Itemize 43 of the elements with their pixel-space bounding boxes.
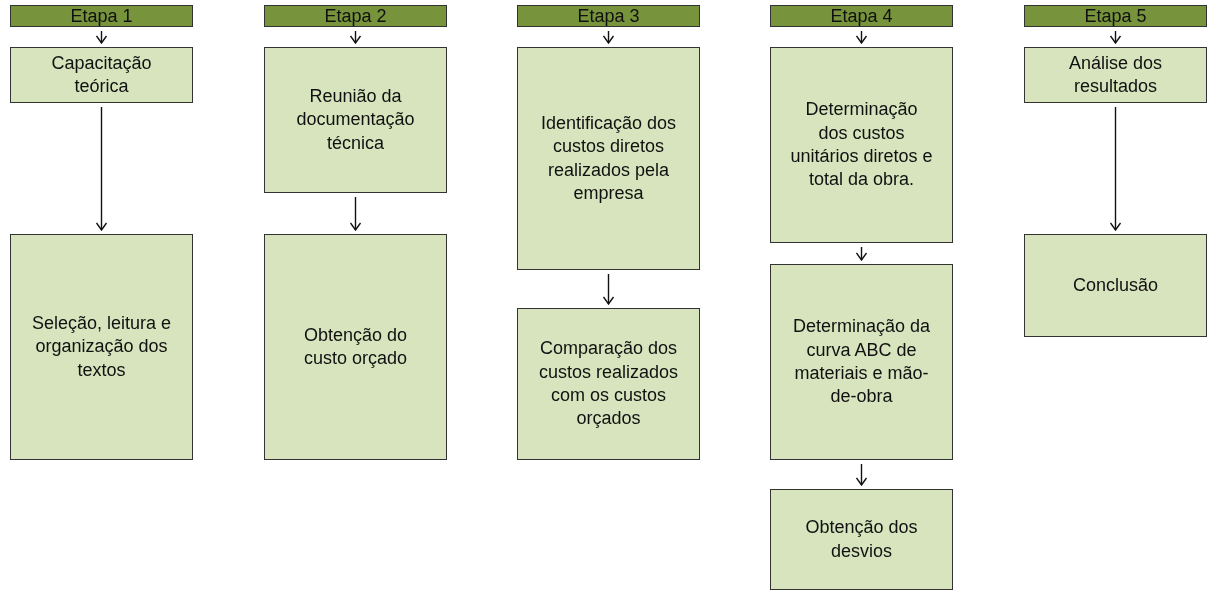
process-box — [264, 47, 447, 193]
process-box — [10, 234, 193, 460]
box-text: Análise dos resultados — [1067, 51, 1164, 98]
arrow — [95, 106, 108, 231]
stage-header — [770, 5, 953, 27]
process-box — [770, 264, 953, 460]
arrow — [855, 246, 868, 261]
process-box — [1024, 234, 1207, 337]
arrow — [1109, 30, 1122, 44]
box-text: Comparação dos custos realizados com os custos orçados — [537, 337, 680, 431]
box-text: Etapa 5 — [1084, 7, 1147, 25]
arrow — [602, 273, 615, 305]
arrow — [95, 30, 108, 44]
arrow — [1109, 106, 1122, 231]
box-text: Identificação dos custos diretos realizados pela empresa — [539, 111, 678, 205]
process-box — [264, 234, 447, 460]
arrow — [855, 463, 868, 486]
box-text: Conclusão — [1072, 273, 1159, 297]
stage-header — [517, 5, 700, 27]
box-text: Obtenção dos desvios — [804, 516, 919, 563]
process-box — [770, 47, 953, 243]
box-text: Reunião da documentação técnica — [295, 84, 416, 155]
process-box — [1024, 47, 1207, 103]
process-box — [517, 47, 700, 270]
box-text: Determinação da curva ABC de materiais e mão-de-obra — [791, 315, 932, 409]
box-text: Capacitação teórica — [50, 51, 153, 98]
arrow — [349, 196, 362, 231]
process-box — [517, 308, 700, 460]
arrow — [855, 30, 868, 44]
arrow — [602, 30, 615, 44]
box-text: Etapa 3 — [577, 7, 640, 25]
stage-header — [10, 5, 193, 27]
box-text: Etapa 2 — [324, 7, 387, 25]
box-text: Seleção, leitura e organização dos textos — [30, 311, 173, 382]
arrow — [349, 30, 362, 44]
process-box — [10, 47, 193, 103]
stage-header — [264, 5, 447, 27]
box-text: Etapa 1 — [70, 7, 133, 25]
process-box — [770, 489, 953, 590]
box-text: Etapa 4 — [830, 7, 893, 25]
stage-header — [1024, 5, 1207, 27]
box-text: Obtenção do custo orçado — [302, 323, 409, 370]
box-text: Determinação dos custos unitários diretos e total da obra. — [789, 98, 934, 192]
